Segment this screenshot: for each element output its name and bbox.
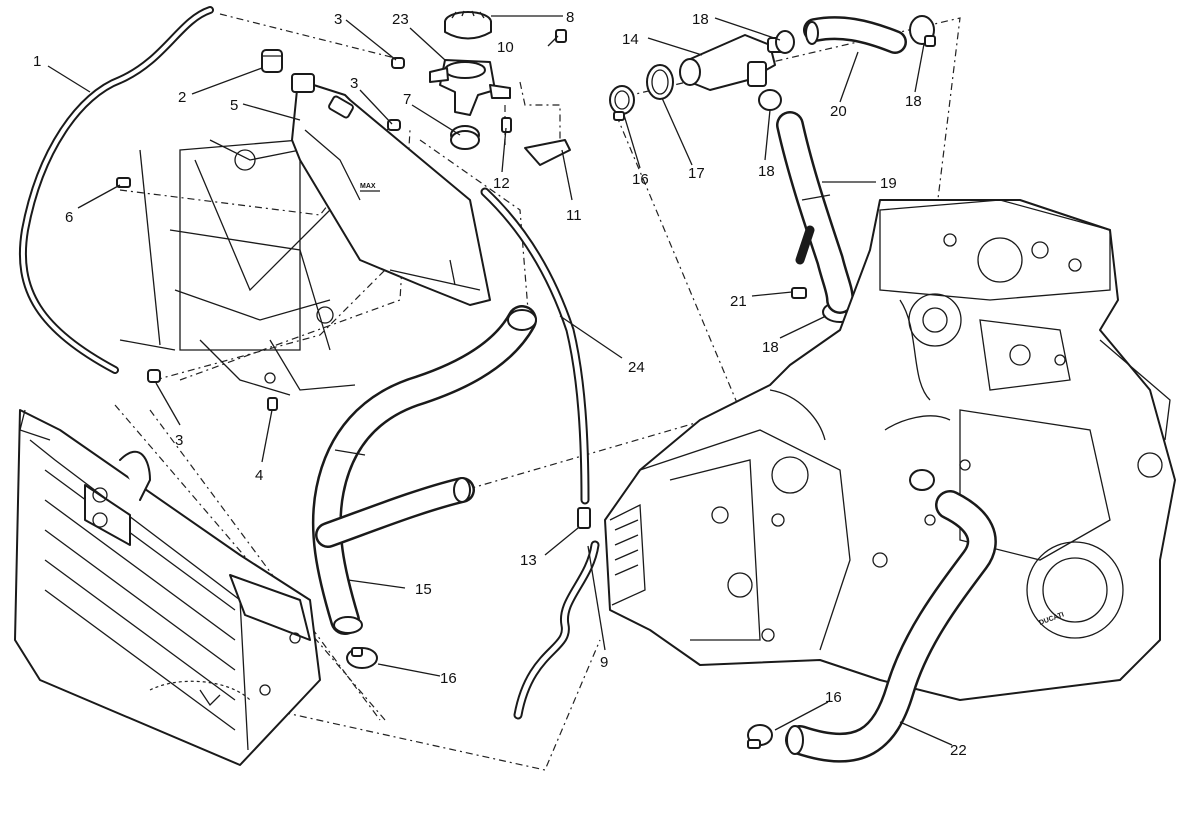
tank-cap-2[interactable] bbox=[261, 49, 283, 73]
callout-3-bottom: 3 bbox=[175, 432, 183, 449]
fastener-3-bottom[interactable] bbox=[147, 369, 161, 383]
callout-labels: 1 2 3 3 3 4 5 6 7 8 9 10 11 12 13 14 15 … bbox=[33, 9, 967, 759]
callout-18-right: 18 bbox=[905, 93, 922, 110]
hose-9[interactable] bbox=[513, 540, 600, 720]
ring-7[interactable] bbox=[450, 125, 480, 150]
hose-19[interactable] bbox=[776, 111, 854, 314]
callout-12: 12 bbox=[493, 175, 510, 192]
clamp-16-lower-left[interactable] bbox=[346, 647, 378, 669]
seal-17[interactable] bbox=[646, 64, 674, 100]
callout-2: 2 bbox=[178, 89, 186, 106]
hose-15-radiator[interactable] bbox=[311, 305, 537, 635]
clamp-18-a[interactable] bbox=[775, 30, 795, 54]
callout-17: 17 bbox=[688, 165, 705, 182]
thermostat-housing-14[interactable] bbox=[679, 34, 789, 91]
hose-22[interactable] bbox=[785, 490, 997, 763]
radiator[interactable] bbox=[14, 409, 321, 766]
callout-15: 15 bbox=[415, 581, 432, 598]
callout-14: 14 bbox=[622, 31, 639, 48]
callout-7: 7 bbox=[403, 91, 411, 108]
screw-4[interactable] bbox=[267, 397, 278, 411]
connector-13[interactable] bbox=[577, 507, 591, 529]
engine-clamp bbox=[909, 469, 935, 491]
callout-16-thermostat: 16 bbox=[632, 171, 649, 188]
callout-4: 4 bbox=[255, 467, 263, 484]
clamp-18-b[interactable] bbox=[909, 15, 936, 47]
callout-9: 9 bbox=[600, 654, 608, 671]
screw-12[interactable] bbox=[501, 117, 512, 133]
hose-1-overflow[interactable] bbox=[18, 6, 214, 374]
callout-22: 22 bbox=[950, 742, 967, 759]
callout-10: 10 bbox=[497, 39, 514, 56]
callout-11: 11 bbox=[566, 207, 582, 224]
leader-lines bbox=[47, 15, 953, 746]
callout-24: 24 bbox=[628, 359, 645, 376]
callout-16-engine: 16 bbox=[825, 689, 842, 706]
radiator-cap-8[interactable] bbox=[444, 10, 492, 40]
callout-3-top: 3 bbox=[334, 11, 342, 28]
callout-19: 19 bbox=[880, 175, 897, 192]
filler-neck-23[interactable] bbox=[429, 59, 511, 116]
callout-3-mid: 3 bbox=[350, 75, 358, 92]
fastener-3-top[interactable] bbox=[391, 57, 405, 69]
clamp-16-lower-engine[interactable] bbox=[747, 724, 773, 749]
hose-24-breather[interactable] bbox=[480, 187, 590, 505]
tank-outlet-spigot bbox=[328, 95, 354, 119]
callout-18-mid: 18 bbox=[758, 163, 775, 180]
callout-20: 20 bbox=[830, 103, 847, 120]
callout-16-left: 16 bbox=[440, 670, 457, 687]
callout-18-lower: 18 bbox=[762, 339, 779, 356]
screw-10[interactable] bbox=[555, 29, 567, 43]
screw-21[interactable] bbox=[791, 287, 807, 299]
callout-13: 13 bbox=[520, 552, 537, 569]
engine-block: DUCATI bbox=[604, 199, 1176, 701]
clamp-16-thermostat[interactable] bbox=[609, 85, 635, 121]
callout-6: 6 bbox=[65, 209, 73, 226]
callout-18-top: 18 bbox=[692, 11, 709, 28]
expansion-tank-5[interactable]: MAX bbox=[291, 73, 491, 306]
callout-21: 21 bbox=[730, 293, 747, 310]
tank-level-mark: MAX bbox=[360, 183, 376, 190]
frame-trellis bbox=[119, 139, 356, 396]
callout-5: 5 bbox=[230, 97, 238, 114]
screw-6[interactable] bbox=[116, 177, 131, 188]
bracket-11[interactable] bbox=[524, 139, 571, 166]
tank-filler-neck bbox=[291, 73, 315, 93]
callout-1: 1 bbox=[33, 53, 41, 70]
callout-8: 8 bbox=[566, 9, 574, 26]
callout-23: 23 bbox=[392, 11, 409, 28]
clamp-18-c[interactable] bbox=[758, 89, 782, 111]
hose-20[interactable] bbox=[803, 16, 907, 54]
